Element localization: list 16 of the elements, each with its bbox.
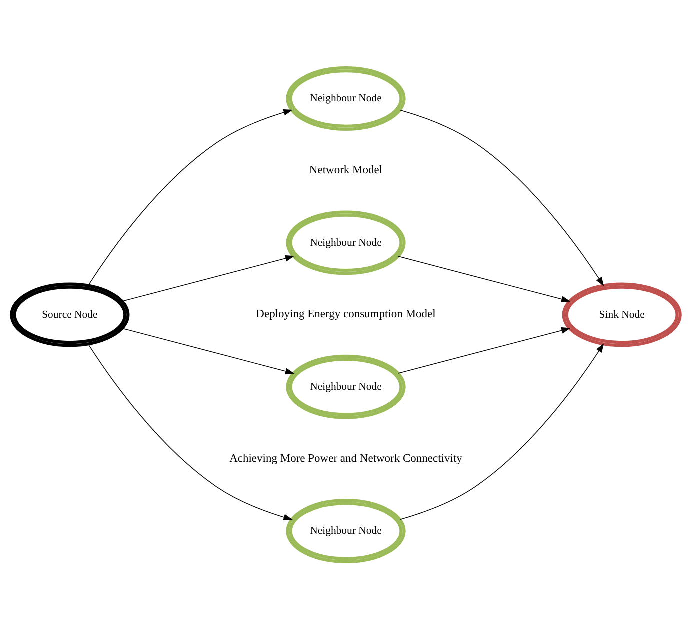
node-ellipse: Neighbour Node	[286, 498, 406, 563]
label: Deploying Energy consumption Model	[256, 308, 436, 320]
arrow	[122, 254, 295, 302]
node-ellipse: Source Node	[10, 282, 130, 347]
node-ellipse: Neighbour Node	[286, 66, 406, 130]
arrow	[400, 342, 604, 520]
label: Achieving More Power and Network Connectivity	[230, 452, 462, 464]
arrow	[398, 327, 571, 374]
arrow	[122, 328, 295, 374]
arrow	[400, 109, 604, 286]
node-ellipse: Neighbour Node	[286, 210, 406, 275]
label: Network Model	[309, 164, 383, 176]
arrow	[88, 344, 293, 520]
arrow	[88, 108, 293, 286]
node-ellipse: Neighbour Node	[286, 354, 406, 419]
arrow	[398, 256, 571, 302]
